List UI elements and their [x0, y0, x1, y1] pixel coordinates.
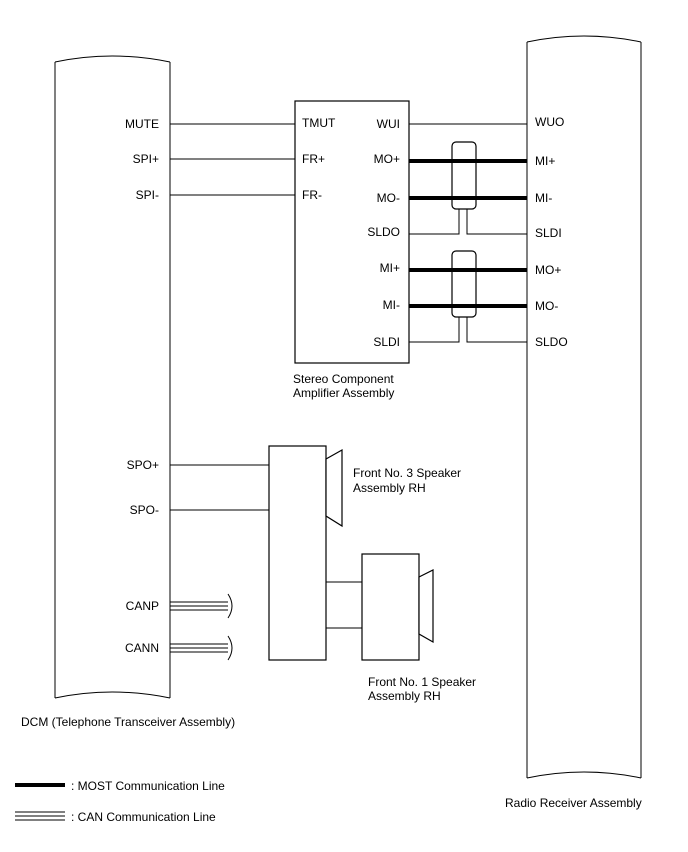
radio-pin-mo-minus: MO-: [535, 299, 558, 313]
amp-pin-mo-minus: MO-: [377, 191, 400, 205]
radio-pin-wuo: WUO: [535, 115, 564, 129]
radio-pin-mi-plus: MI+: [535, 154, 555, 168]
amp-pin-wui: WUI: [377, 117, 400, 131]
legend-can-swatch: [15, 811, 65, 821]
amp-pin-sldo: SLDO: [367, 225, 400, 239]
speaker1-label-line1: Front No. 1 Speaker: [368, 675, 476, 689]
dcm-pin-cann: CANN: [125, 641, 159, 655]
can-line-cann: [170, 635, 233, 661]
amp-pin-sldi: SLDI: [373, 335, 400, 349]
amp-pin-tmut: TMUT: [302, 116, 336, 130]
amplifier-label-line2: Amplifier Assembly: [293, 386, 394, 400]
legend-can-label: : CAN Communication Line: [71, 810, 216, 824]
speaker-no3: [268, 445, 343, 661]
amp-pin-fr-plus: FR+: [302, 152, 325, 166]
wire-sldo-sldi: [409, 208, 527, 235]
amplifier-label-line1: Stereo Component: [293, 372, 394, 386]
dcm-pin-spi-minus: SPI-: [136, 188, 159, 202]
radio-pin-sldo: SLDO: [535, 335, 568, 349]
dcm-pin-mute: MUTE: [125, 117, 159, 131]
dcm-label: DCM (Telephone Transceiver Assembly): [21, 715, 235, 729]
speaker1-label-line2: Assembly RH: [368, 689, 441, 703]
speaker3-label-line1: Front No. 3 Speaker: [353, 466, 461, 480]
dcm-pin-spo-minus: SPO-: [130, 503, 159, 517]
radio-label: Radio Receiver Assembly: [505, 796, 642, 810]
dcm-pin-spi-plus: SPI+: [133, 152, 159, 166]
amplifier-box: [294, 100, 410, 364]
amp-pin-mo-plus: MO+: [374, 152, 400, 166]
dcm-pin-canp: CANP: [126, 599, 159, 613]
dcm-pin-spo-plus: SPO+: [127, 458, 159, 472]
radio-pin-mi-minus: MI-: [535, 191, 552, 205]
radio-pin-mo-plus: MO+: [535, 263, 561, 277]
legend-most-label: : MOST Communication Line: [71, 779, 225, 793]
can-line-canp: [170, 593, 233, 619]
speaker-no1: [326, 553, 434, 661]
amp-pin-mi-minus: MI-: [383, 298, 400, 312]
amp-pin-fr-minus: FR-: [302, 188, 322, 202]
wire-sldi-sldo: [409, 316, 527, 343]
dcm-component: [54, 55, 171, 699]
radio-receiver-component: [526, 35, 642, 779]
amp-pin-mi-plus: MI+: [380, 261, 400, 275]
legend: : MOST Communication Line : CAN Communic…: [15, 779, 225, 824]
speaker3-label-line2: Assembly RH: [353, 481, 426, 495]
radio-pin-sldi: SLDI: [535, 226, 562, 240]
